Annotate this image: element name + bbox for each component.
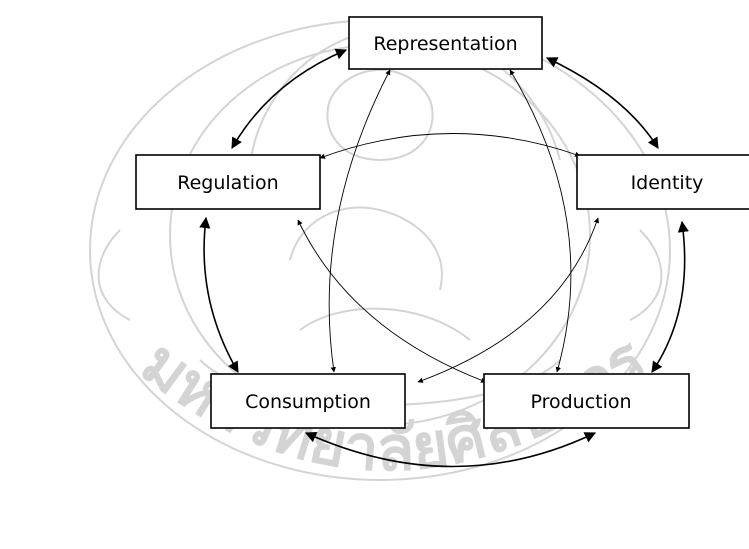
node-identity-label: Identity [631,172,704,194]
edge-regulation-production [297,219,487,383]
node-representation-label: Representation [373,33,517,55]
edge-regulation-identity [319,133,581,159]
outer-edges [199,48,689,468]
edge-representation-consumption [328,69,391,373]
edge-consumption-regulation [199,216,239,373]
edge-identity-production [651,220,689,373]
edge-representation-identity [545,57,659,149]
node-regulation: Regulation [135,154,321,210]
inner-edges [297,69,599,383]
node-production-label: Production [530,391,631,413]
node-consumption: Consumption [210,373,406,429]
edge-identity-consumption [417,217,599,383]
edge-production-consumption [304,432,597,468]
node-production: Production [483,373,690,429]
node-regulation-label: Regulation [177,172,278,194]
node-representation: Representation [348,16,543,70]
edge-regulation-representation [231,48,348,149]
node-consumption-label: Consumption [245,391,371,413]
node-identity: Identity [576,154,749,210]
